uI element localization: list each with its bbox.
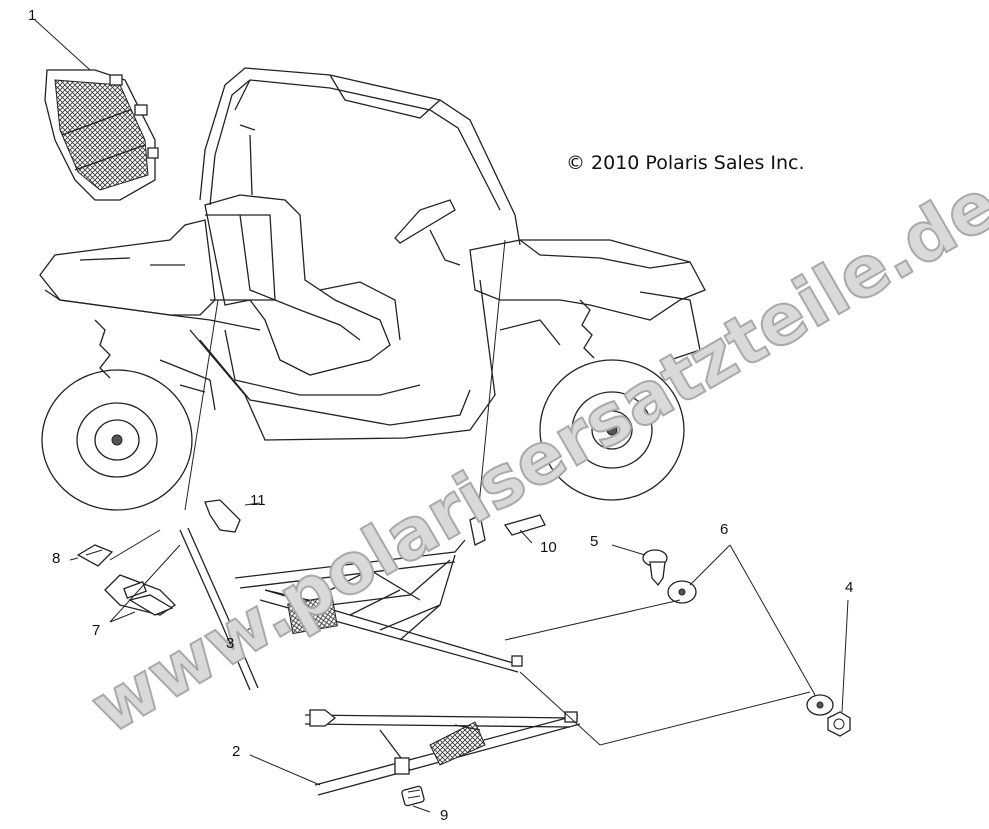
part-door-net-assembly — [179, 527, 523, 691]
callout-2: 2 — [232, 743, 240, 760]
callout-4: 4 — [845, 579, 853, 596]
part-net-panel — [44, 69, 159, 201]
part-nut-4 — [827, 711, 851, 737]
callout-10: 10 — [540, 539, 557, 556]
part-washer-6 — [667, 580, 834, 716]
callout-11: 11 — [250, 492, 266, 509]
callout-3: 3 — [226, 635, 234, 652]
part-strap-10 — [469, 514, 546, 546]
part-buckle-11 — [204, 499, 241, 533]
part-clip-8 — [76, 544, 114, 567]
callout-7: 7 — [92, 622, 100, 639]
callout-9: 9 — [440, 807, 448, 824]
part-lower-bar — [304, 709, 581, 796]
part-buckle-7 — [104, 574, 177, 616]
callout-5: 5 — [590, 533, 598, 550]
callout-8: 8 — [52, 550, 60, 567]
part-buckle-9 — [401, 785, 425, 807]
callout-1: 1 — [28, 7, 36, 24]
copyright-text: © 2010 Polaris Sales Inc. — [566, 152, 805, 174]
part-push-rivet-5 — [642, 549, 668, 587]
callout-6: 6 — [720, 521, 728, 538]
leader-lines — [34, 19, 849, 813]
vehicle-illustration — [39, 67, 706, 511]
